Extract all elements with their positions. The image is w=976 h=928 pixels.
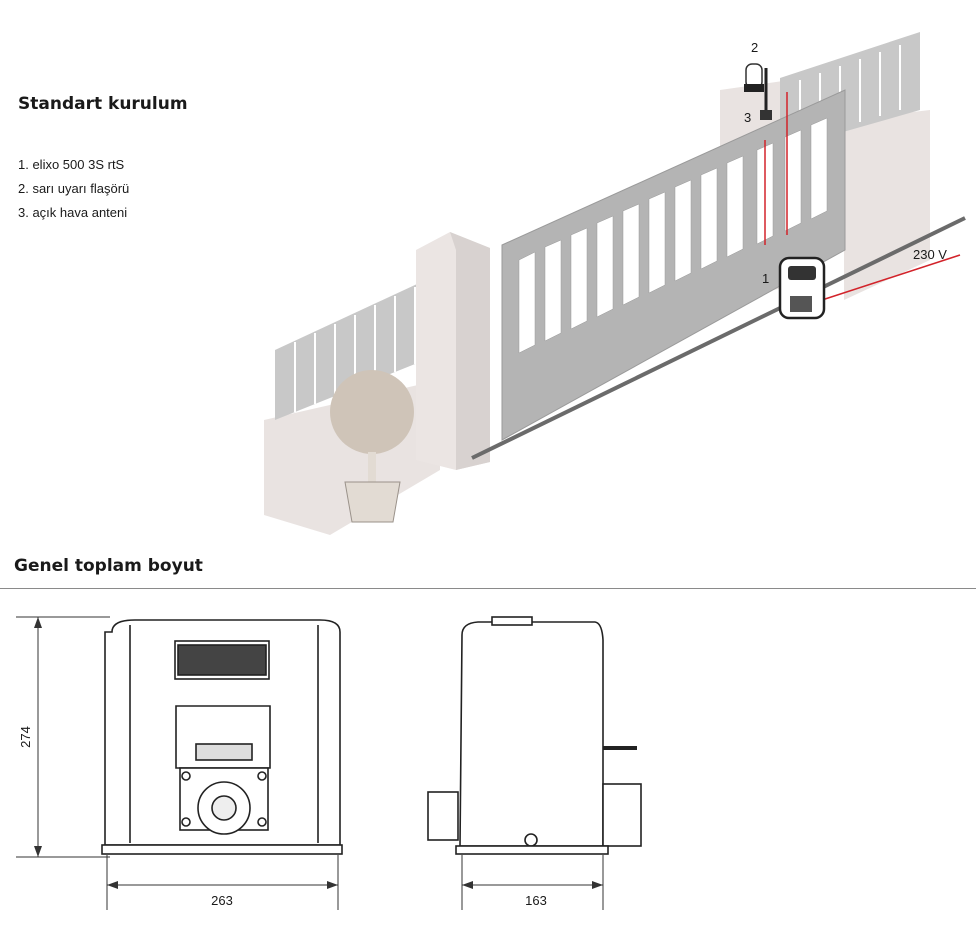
divider — [0, 588, 976, 589]
left-fence — [275, 278, 430, 420]
plant-pot — [344, 481, 401, 523]
callout-3: 3 — [744, 110, 751, 125]
front-width-value: 263 — [211, 893, 233, 908]
power-wire — [821, 254, 961, 301]
component-list: 1. elixo 500 3S rtS 2. sarı uyarı flaşör… — [18, 153, 129, 225]
list-item: 1. elixo 500 3S rtS — [18, 157, 125, 172]
list-item: 3. açık hava anteni — [18, 205, 128, 220]
side-width-value: 163 — [525, 893, 547, 908]
section-title-dimensions: Genel toplam boyut — [14, 556, 203, 576]
section-title-installation: Standart kurulum — [18, 94, 188, 114]
callout-1: 1 — [762, 271, 769, 286]
right-wall — [844, 110, 930, 300]
list-item: 2. sarı uyarı flaşörü — [18, 181, 130, 196]
front-view — [101, 619, 343, 855]
callout-2: 2 — [751, 40, 758, 55]
voltage-label: 230 V — [913, 247, 947, 262]
tree — [330, 370, 414, 454]
gate-rail — [471, 216, 966, 460]
side-view — [427, 616, 642, 855]
height-value: 274 — [18, 726, 33, 748]
